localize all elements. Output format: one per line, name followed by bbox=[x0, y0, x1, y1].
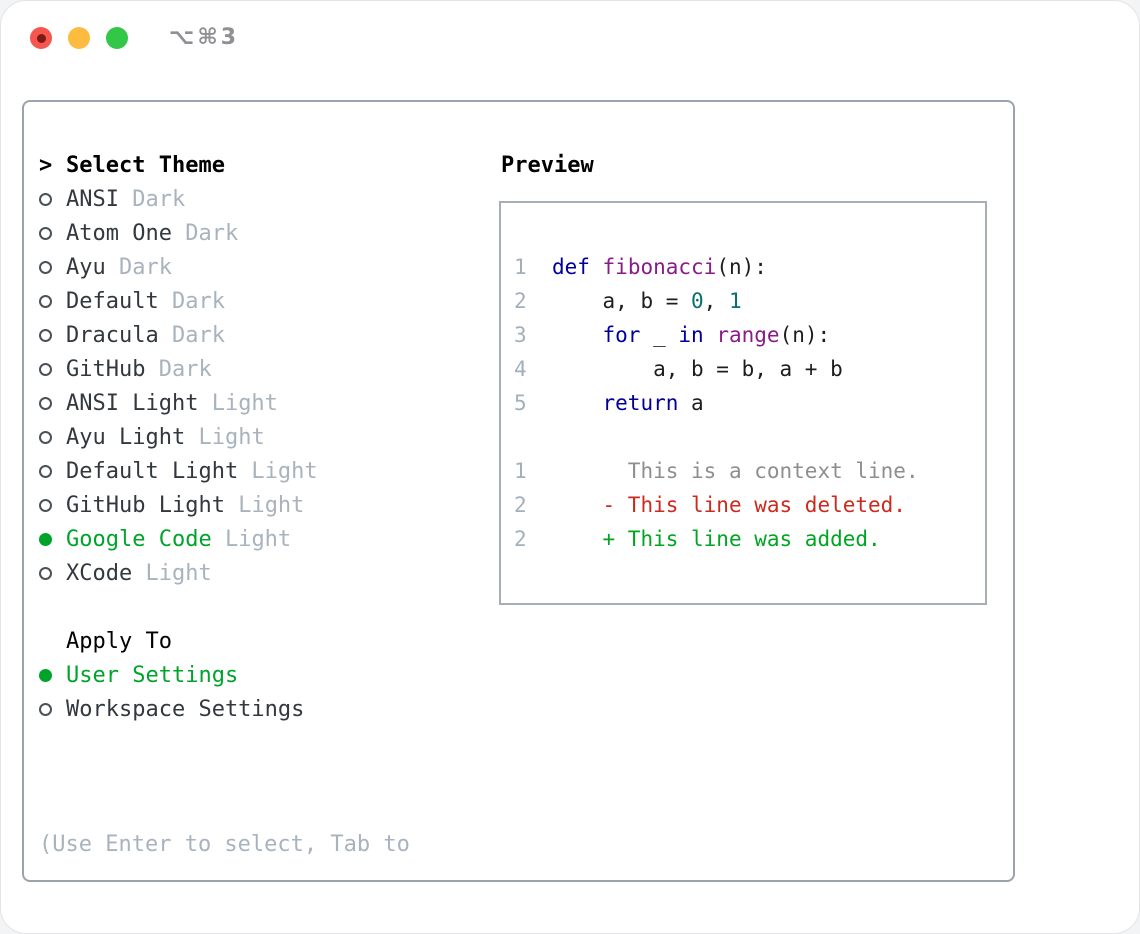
diff-line-added: 2 + This line was added. bbox=[514, 527, 881, 551]
radio-icon bbox=[39, 464, 52, 478]
option-label: Dracula bbox=[66, 322, 159, 348]
preview-title: Preview bbox=[501, 152, 594, 178]
theme-variant-label: Light bbox=[185, 424, 265, 450]
option-label: Google Code bbox=[66, 526, 212, 552]
apply-to-label: Apply To bbox=[66, 628, 172, 654]
keyboard-hint: (Use Enter to select, Tab to change focu… bbox=[39, 760, 410, 933]
diff-line-deleted: 2 - This line was deleted. bbox=[514, 493, 906, 517]
option-label: User Settings bbox=[66, 662, 239, 688]
line-number: 2 bbox=[514, 527, 552, 551]
radio-icon bbox=[39, 192, 52, 206]
theme-variant-label: Light bbox=[224, 492, 305, 518]
line-number: 2 bbox=[514, 289, 552, 313]
theme-option[interactable]: Dracula Dark bbox=[24, 318, 318, 352]
theme-variant-label: Dark bbox=[158, 322, 225, 348]
theme-variant-label: Light bbox=[198, 390, 278, 416]
diff-line-context: 1 This is a context line. bbox=[514, 459, 919, 483]
theme-option[interactable]: Ayu Dark bbox=[24, 250, 318, 284]
radio-icon bbox=[39, 328, 52, 342]
radio-icon bbox=[39, 260, 52, 274]
radio-icon bbox=[39, 226, 52, 240]
apply-to-option[interactable]: Workspace Settings bbox=[24, 692, 304, 726]
theme-option[interactable]: Atom One Dark bbox=[24, 216, 318, 250]
close-button-dot-icon bbox=[36, 33, 46, 43]
radio-selected-icon bbox=[39, 532, 52, 546]
apply-to-header: Apply To bbox=[24, 624, 304, 658]
theme-variant-label: Dark bbox=[105, 254, 172, 280]
theme-option[interactable]: Default Light Light bbox=[24, 454, 318, 488]
option-label: Default bbox=[66, 288, 159, 314]
prompt-icon: > bbox=[39, 152, 53, 178]
line-number: 2 bbox=[514, 493, 552, 517]
radio-icon bbox=[39, 566, 52, 580]
theme-option[interactable]: ANSI Light Light bbox=[24, 386, 318, 420]
traffic-lights bbox=[30, 27, 128, 49]
line-number: 5 bbox=[514, 391, 552, 415]
code-line bbox=[514, 420, 919, 454]
theme-option[interactable]: Default Dark bbox=[24, 284, 318, 318]
code-line: 5 return a bbox=[514, 391, 704, 415]
option-label: ANSI bbox=[66, 186, 119, 212]
theme-variant-label: Dark bbox=[118, 186, 186, 212]
line-number: 1 bbox=[514, 255, 552, 279]
theme-variant-label: Light bbox=[238, 458, 318, 484]
code-line: 2 a, b = 0, 1 bbox=[514, 289, 742, 313]
option-label: GitHub bbox=[66, 356, 146, 382]
close-button[interactable] bbox=[30, 27, 52, 49]
radio-icon bbox=[39, 396, 52, 410]
theme-variant-label: Dark bbox=[158, 288, 225, 314]
preview-code: 1 def fibonacci(n): 2 a, b = 0, 1 3 for _ … bbox=[514, 250, 919, 556]
hint-line-1: (Use Enter to select, Tab to bbox=[39, 832, 410, 857]
theme-option[interactable]: Google Code Light bbox=[24, 522, 318, 556]
line-number: 3 bbox=[514, 323, 552, 347]
preview-box: 1 def fibonacci(n): 2 a, b = 0, 1 3 for _ … bbox=[499, 201, 987, 605]
option-label: XCode bbox=[66, 560, 133, 586]
theme-list-header: > Select Theme bbox=[24, 148, 318, 182]
radio-icon bbox=[39, 430, 52, 444]
line-number: 1 bbox=[514, 459, 552, 483]
option-label: Ayu Light bbox=[66, 424, 186, 450]
hint-line-2: change focus) bbox=[39, 930, 410, 933]
radio-icon bbox=[39, 498, 52, 512]
option-label: GitHub Light bbox=[66, 492, 225, 518]
option-label: Default Light bbox=[66, 458, 239, 484]
theme-variant-label: Dark bbox=[145, 356, 212, 382]
theme-option[interactable]: ANSI Dark bbox=[24, 182, 318, 216]
radio-icon bbox=[39, 362, 52, 376]
radio-icon bbox=[39, 294, 52, 308]
theme-option[interactable]: GitHub Dark bbox=[24, 352, 318, 386]
window-title-shortcut: ⌥⌘3 bbox=[169, 25, 240, 50]
option-label: Ayu bbox=[66, 254, 106, 280]
zoom-button[interactable] bbox=[106, 27, 128, 49]
option-label: ANSI Light bbox=[66, 390, 199, 416]
theme-variant-label: Light bbox=[132, 560, 212, 586]
option-label: Workspace Settings bbox=[66, 696, 305, 722]
theme-list-title: Select Theme bbox=[66, 152, 225, 178]
option-label: Atom One bbox=[66, 220, 172, 246]
code-line: 1 def fibonacci(n): bbox=[514, 255, 767, 279]
theme-option[interactable]: Ayu Light Light bbox=[24, 420, 318, 454]
radio-selected-icon bbox=[39, 668, 52, 682]
theme-option[interactable]: GitHub Light Light bbox=[24, 488, 318, 522]
theme-variant-label: Light bbox=[211, 526, 292, 552]
line-number: 4 bbox=[514, 357, 552, 381]
theme-variant-label: Dark bbox=[171, 220, 239, 246]
apply-to-option[interactable]: User Settings bbox=[24, 658, 304, 692]
code-line: 3 for _ in range(n): bbox=[514, 323, 831, 347]
minimize-button[interactable] bbox=[68, 27, 90, 49]
radio-icon bbox=[39, 702, 52, 716]
theme-option[interactable]: XCode Light bbox=[24, 556, 318, 590]
code-line: 4 a, b = b, a + b bbox=[514, 357, 843, 381]
